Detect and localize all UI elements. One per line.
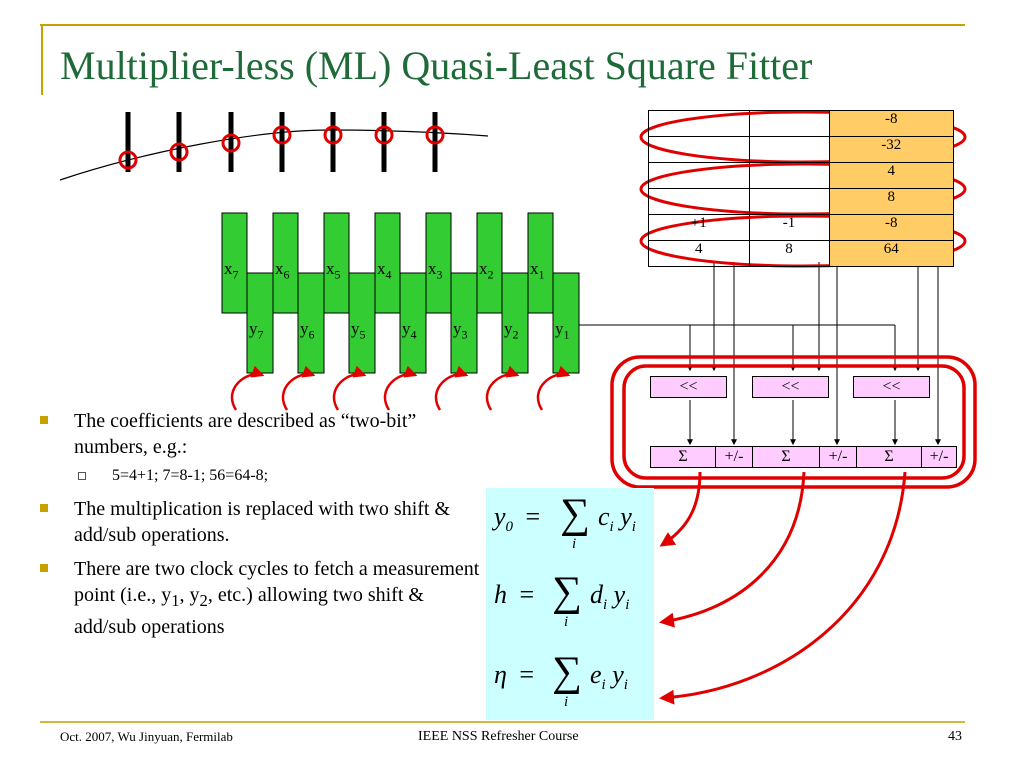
equation-h: h = ∑ i di yi bbox=[494, 569, 630, 630]
bullet-list: The coefficients are described as “two-b… bbox=[36, 408, 486, 648]
slide-frame bbox=[40, 24, 965, 723]
table-cell bbox=[748, 136, 830, 163]
table-cell: 4 bbox=[828, 162, 955, 189]
addsub-unit-2: +/- bbox=[819, 446, 857, 468]
reg-y2: y2 bbox=[504, 319, 519, 342]
table-cell: -8 bbox=[828, 110, 955, 137]
arithmetic-frame bbox=[610, 355, 977, 489]
bullet-square-icon bbox=[40, 416, 48, 424]
register-pipeline bbox=[221, 212, 580, 374]
data-bus bbox=[579, 262, 941, 446]
shift-unit-2: << bbox=[752, 376, 829, 398]
reg-x2: x2 bbox=[479, 259, 494, 282]
reg-x4: x4 bbox=[377, 259, 392, 282]
table-cell: -8 bbox=[828, 214, 955, 241]
table-cell: +1 bbox=[648, 214, 750, 241]
table-cell: 8 bbox=[748, 240, 830, 267]
reg-x5: x5 bbox=[326, 259, 341, 282]
sum-unit-2: Σ bbox=[752, 446, 820, 468]
footer-course: IEEE NSS Refresher Course bbox=[418, 729, 579, 744]
shift-unit-3: << bbox=[853, 376, 930, 398]
reg-x1: x1 bbox=[530, 259, 545, 282]
measurement-curve bbox=[59, 112, 489, 181]
bullet-item: The multiplication is replaced with two … bbox=[36, 496, 486, 548]
bullet-item: The coefficients are described as “two-b… bbox=[36, 408, 486, 460]
reg-x3: x3 bbox=[428, 259, 443, 282]
output-arrows bbox=[659, 471, 907, 705]
table-cell: 8 bbox=[828, 188, 955, 215]
equation-y0: y0 = ∑ i ci yi bbox=[494, 491, 636, 552]
addsub-unit-3: +/- bbox=[921, 446, 957, 468]
equation-box: y0 = ∑ i ci yi h = ∑ i di yi η = ∑ i ei … bbox=[486, 488, 654, 720]
addsub-unit-1: +/- bbox=[715, 446, 753, 468]
measurement-points bbox=[118, 112, 445, 172]
table-row: +1-1-8 bbox=[648, 214, 955, 241]
equation-eta: η = ∑ i ei yi bbox=[494, 649, 628, 710]
footer-author: Oct. 2007, Wu Jinyuan, Fermilab bbox=[60, 729, 233, 744]
table-cell bbox=[648, 188, 750, 215]
bullet-item: There are two clock cycles to fetch a me… bbox=[36, 556, 486, 640]
table-cell: -32 bbox=[828, 136, 955, 163]
reg-y7: y7 bbox=[249, 319, 264, 342]
sum-unit-3: Σ bbox=[856, 446, 922, 468]
table-cell bbox=[648, 162, 750, 189]
table-cell bbox=[748, 110, 830, 137]
bullet-square-icon bbox=[40, 504, 48, 512]
table-cell bbox=[648, 110, 750, 137]
table-row: 4 bbox=[648, 162, 955, 189]
bullet-square-icon bbox=[40, 564, 48, 572]
feedback-arcs bbox=[230, 365, 571, 411]
slide-title: Multiplier-less (ML) Quasi-Least Square … bbox=[60, 43, 813, 88]
table-row: -8 bbox=[648, 110, 955, 137]
reg-y6: y6 bbox=[300, 319, 315, 342]
reg-x6: x6 bbox=[275, 259, 290, 282]
table-cell: 64 bbox=[828, 240, 955, 267]
reg-y5: y5 bbox=[351, 319, 366, 342]
sum-unit-1: Σ bbox=[650, 446, 716, 468]
reg-y3: y3 bbox=[453, 319, 468, 342]
shift-unit-1: << bbox=[650, 376, 727, 398]
table-cell: 4 bbox=[648, 240, 750, 267]
table-cell bbox=[748, 162, 830, 189]
table-row: -32 bbox=[648, 136, 955, 163]
reg-x7: x7 bbox=[224, 259, 239, 282]
table-cell bbox=[648, 136, 750, 163]
reg-y1: y1 bbox=[555, 319, 570, 342]
table-cell bbox=[748, 188, 830, 215]
table-cell: -1 bbox=[748, 214, 830, 241]
sub-bullet-item: 5=4+1; 7=8-1; 56=64-8; bbox=[36, 466, 486, 486]
reg-y4: y4 bbox=[402, 319, 417, 342]
table-row: 8 bbox=[648, 188, 955, 215]
page-number: 43 bbox=[948, 729, 962, 744]
hollow-square-icon bbox=[78, 472, 86, 480]
